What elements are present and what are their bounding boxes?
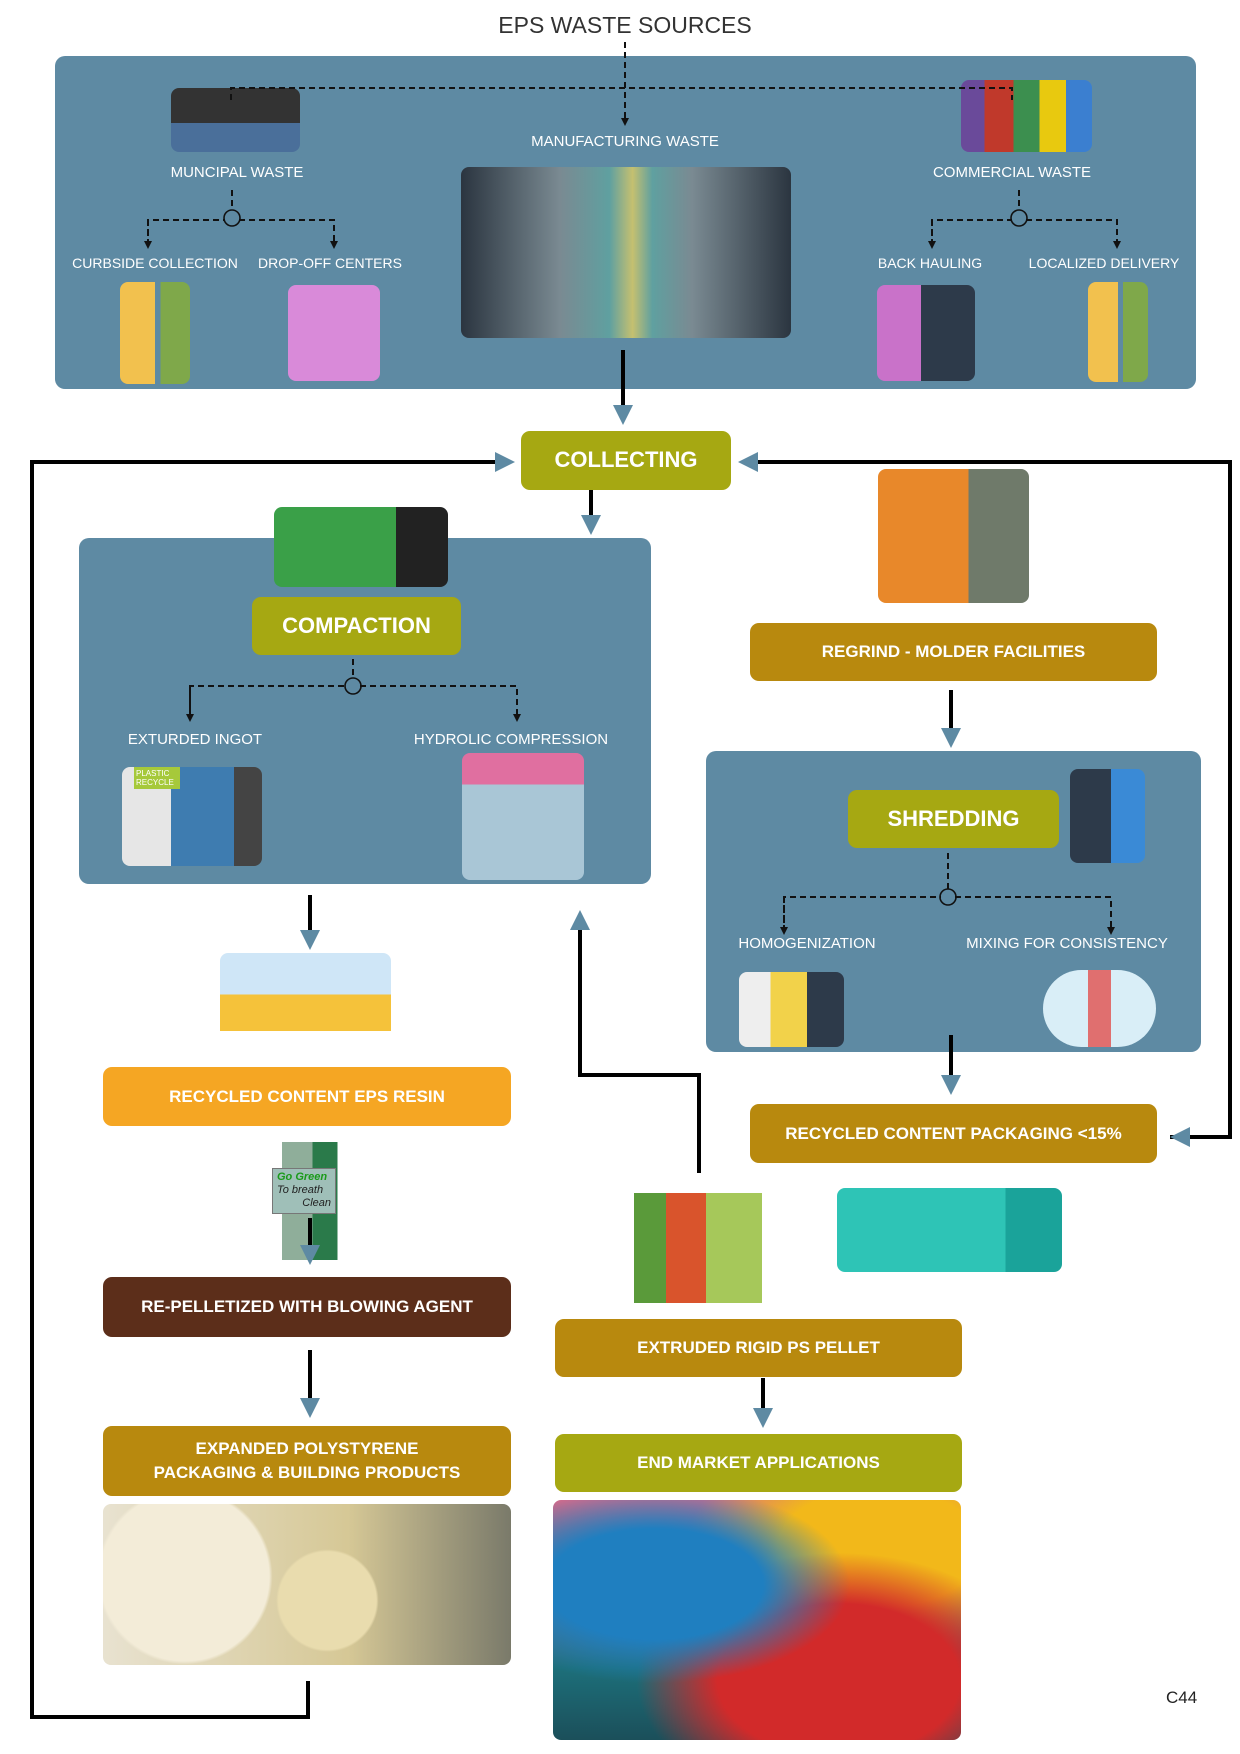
compaction-box: COMPACTION <box>252 597 461 655</box>
localized-delivery-image <box>1088 282 1148 382</box>
hydrolic-compression-image <box>462 753 584 880</box>
compaction-dashed <box>189 659 517 718</box>
extruded-ingot-label: EXTURDED INGOT <box>127 731 263 748</box>
plastic-recycle-sign: PLASTIC RECYCLE <box>134 767 180 789</box>
hydrolic-compression-label: HYDROLIC COMPRESSION <box>413 731 609 748</box>
curbside-person-image <box>120 282 190 384</box>
recycled-packaging-box: RECYCLED CONTENT PACKAGING <15% <box>750 1104 1157 1163</box>
excavator-image <box>878 469 1029 603</box>
repelletized-box: RE-PELLETIZED WITH BLOWING AGENT <box>103 1277 511 1337</box>
municipal-branch-dashed <box>147 219 334 245</box>
go-green-people-image: Go Green To breath Clean <box>262 1142 363 1260</box>
left-loop-arrow <box>30 452 515 1719</box>
right-loop-arrow <box>738 452 1232 1139</box>
extruded-pellet-box: EXTRUDED RIGID PS PELLET <box>555 1319 962 1377</box>
localized-delivery-label: LOCALIZED DELIVERY <box>1028 255 1180 271</box>
person-recycling-image <box>1070 769 1145 863</box>
recycling-city-image <box>220 953 391 1057</box>
recycling-truck-image <box>837 1188 1062 1272</box>
plastic-pellets-image <box>553 1500 961 1740</box>
end-market-box: END MARKET APPLICATIONS <box>555 1434 962 1492</box>
back-hauling-label: BACK HAULING <box>877 255 983 271</box>
mixing-image <box>1043 970 1156 1047</box>
curbside-collection-label: CURBSIDE COLLECTION <box>72 255 238 271</box>
manufacturing-waste-label: MANUFACTURING WASTE <box>531 133 719 150</box>
go-green-sign: Go Green To breath Clean <box>272 1168 336 1214</box>
arrow-up-to-compaction <box>570 910 701 1173</box>
sign-line-3: Clean <box>302 1197 331 1210</box>
sign-line-2: To breath <box>277 1184 324 1197</box>
commercial-waste-label: COMMERCIAL WASTE <box>932 164 1092 181</box>
shredding-box: SHREDDING <box>848 790 1059 848</box>
expanded-line-2: PACKAGING & BUILDING PRODUCTS <box>153 1463 461 1482</box>
regrind-box: REGRIND - MOLDER FACILITIES <box>750 623 1157 681</box>
diagram-title: EPS WASTE SOURCES <box>498 12 752 38</box>
figure-code: C44 <box>1166 1688 1198 1707</box>
top-dashed-connector <box>230 87 1013 100</box>
recycled-resin-box: RECYCLED CONTENT EPS RESIN <box>103 1067 511 1126</box>
shredding-dashed <box>783 853 1111 931</box>
expanded-line-1: EXPANDED POLYSTYRENE <box>195 1439 419 1459</box>
manufacturing-conveyor-image <box>461 167 791 338</box>
municipal-waste-image <box>171 88 300 152</box>
collecting-box: COLLECTING <box>521 431 731 490</box>
homogenization-image <box>739 972 844 1047</box>
drop-off-centers-label: DROP-OFF CENTERS <box>258 255 402 271</box>
extruded-ingot-image: PLASTIC RECYCLE <box>122 767 262 866</box>
plastic-bin-image <box>618 1193 778 1303</box>
expanded-polystyrene-box: EXPANDED POLYSTYRENE PACKAGING & BUILDIN… <box>103 1426 511 1496</box>
commercial-waste-bins-image <box>961 80 1092 152</box>
municipal-waste-label: MUNCIPAL WASTE <box>170 164 304 181</box>
back-hauling-image <box>877 285 975 381</box>
mixing-for-consistency-label: MIXING FOR CONSISTENCY <box>966 935 1168 952</box>
sign-line-1: Go Green <box>277 1171 328 1183</box>
homogenization-label: HOMOGENIZATION <box>738 935 876 952</box>
foam-rolls-image <box>103 1504 511 1665</box>
garbage-truck-image <box>274 507 448 587</box>
drop-off-center-image <box>288 285 380 381</box>
